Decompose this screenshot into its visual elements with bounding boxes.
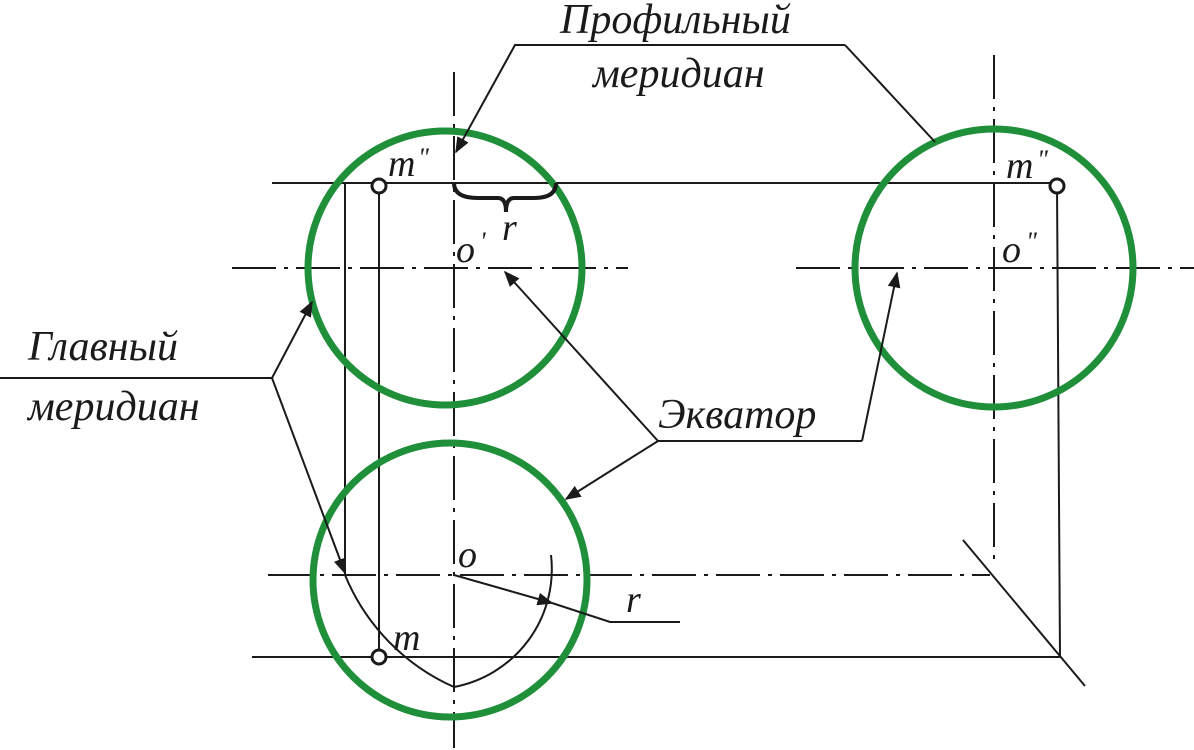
- label-m: m: [393, 617, 420, 659]
- label-equator: Экватор: [658, 392, 816, 438]
- point-m-double-prime-right: [1048, 177, 1066, 195]
- label-radius-bottom: r: [626, 579, 641, 621]
- constant-line-45deg: [962, 539, 1086, 687]
- point-m-double-prime-left: [370, 177, 388, 195]
- radius-leader-bottom: [551, 602, 680, 623]
- label-main-meridian-1: Главный: [27, 324, 178, 370]
- radius-line-bottom: [453, 574, 554, 606]
- label-o-double-prime: o: [1002, 229, 1021, 271]
- equator-leader-right: [861, 271, 901, 442]
- label-m-double-prime-right: m: [1006, 145, 1033, 187]
- label-radius-top: r: [502, 207, 517, 249]
- point-m: [370, 648, 388, 666]
- label-o-prime-mark: ': [480, 227, 486, 256]
- profile-meridian-leader-left: [455, 44, 545, 154]
- label-profile-meridian-1: Профильный: [559, 0, 791, 43]
- sphere-horizontal-projection: [309, 439, 591, 721]
- profile-meridian-leader-right: [844, 44, 936, 143]
- sphere-profile-projection: [851, 125, 1137, 411]
- radius-brace: [452, 182, 558, 213]
- projection-line-right-vertical: [1056, 185, 1061, 658]
- label-main-meridian-2: меридиан: [26, 384, 200, 430]
- label-m-double-prime-right-mark: ": [1037, 145, 1048, 174]
- label-profile-meridian-2: меридиан: [591, 51, 765, 97]
- label-o-prime: o: [456, 229, 475, 271]
- main-meridian-leader-up: [271, 300, 313, 379]
- sphere-frontal-projection: [304, 127, 586, 409]
- main-meridian-leader-down: [271, 377, 346, 575]
- equator-leader-bottom: [564, 440, 659, 500]
- label-m-double-prime-left-mark: ": [418, 143, 429, 172]
- equator-leader-top-left: [503, 270, 659, 442]
- label-o-double-prime-mark: ": [1026, 227, 1037, 256]
- label-o: o: [458, 534, 477, 576]
- label-m-double-prime-left: m: [388, 143, 415, 185]
